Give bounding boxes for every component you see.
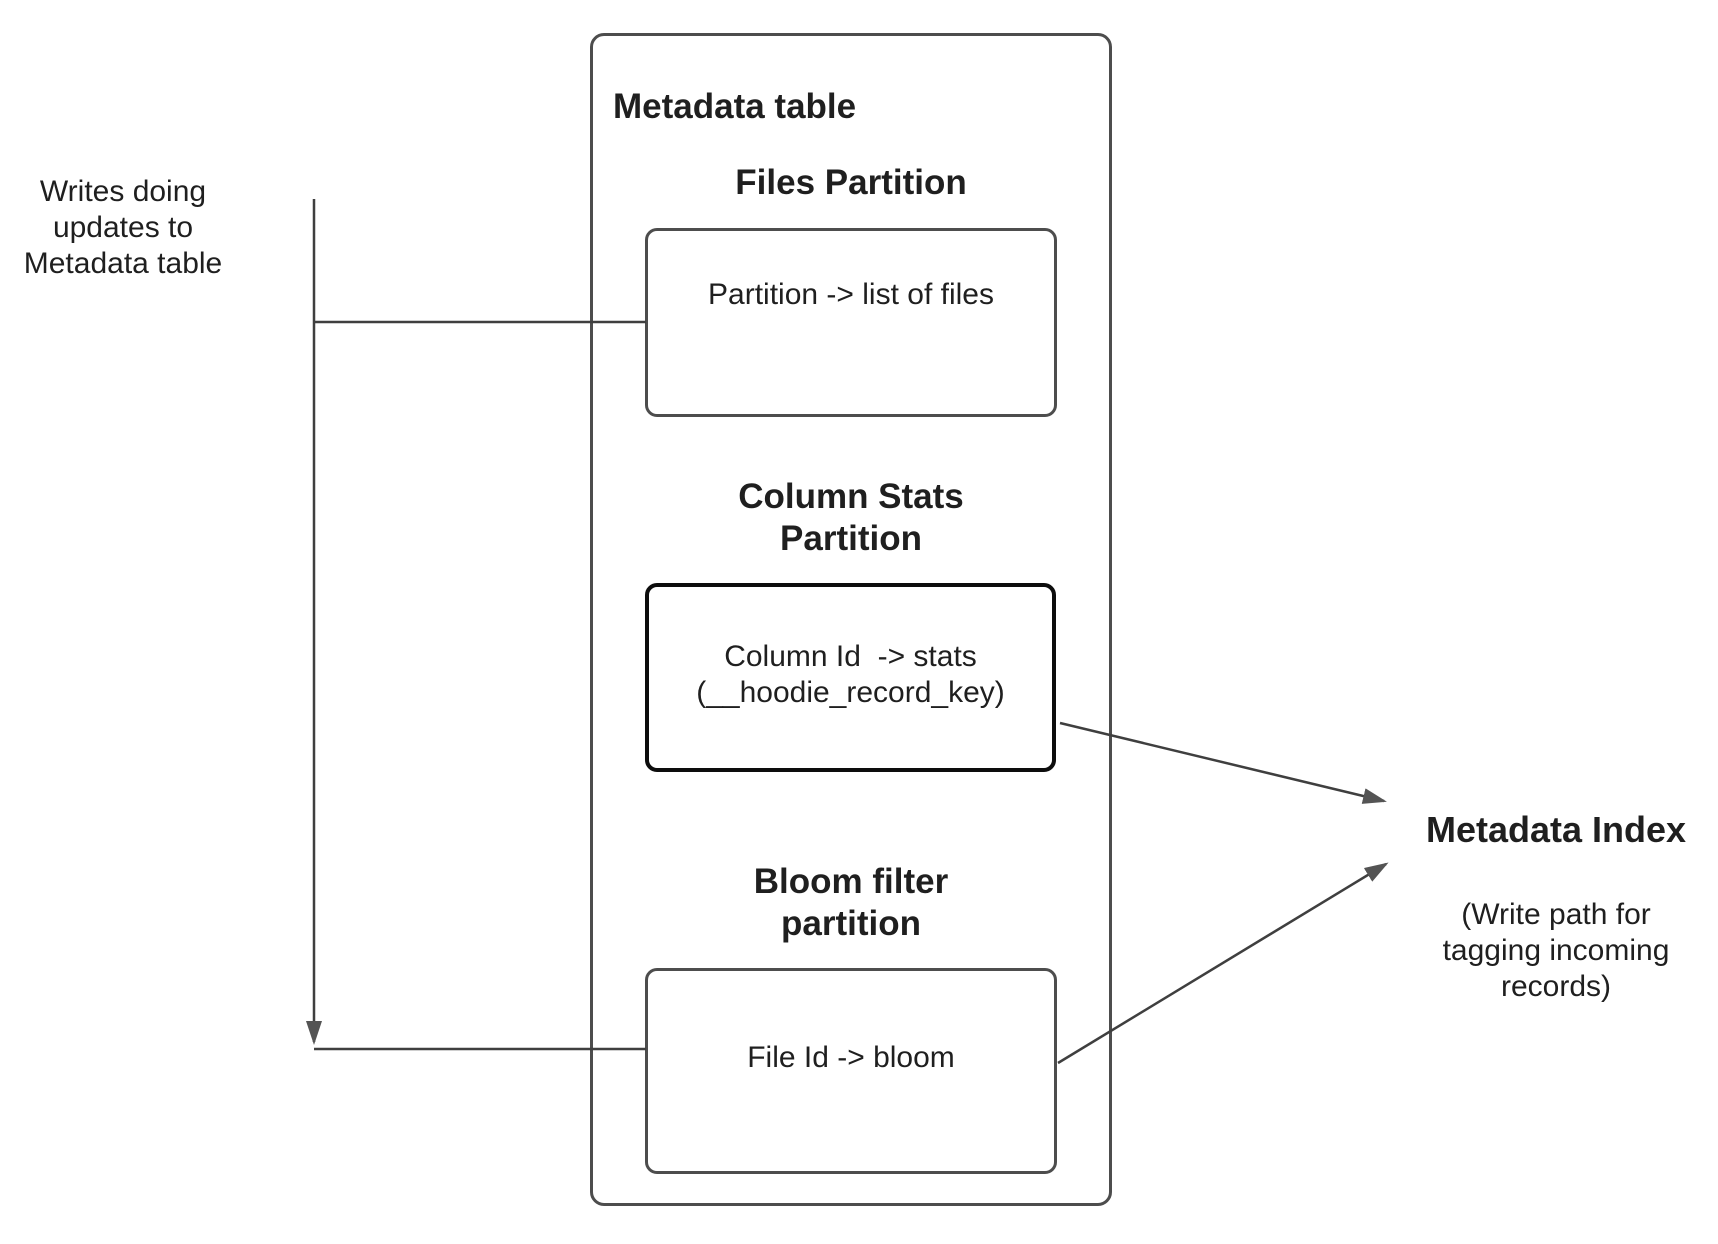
bloom-filter-partition-heading: Bloom filter partition [753, 862, 949, 943]
files-partition-body: Partition -> list of files [708, 278, 994, 311]
bloom-filter-partition-body: File Id -> bloom [747, 1041, 955, 1074]
column-stats-partition-body: Column Id -> stats (__hoodie_record_key) [696, 640, 1005, 709]
files-partition-heading: Files Partition [735, 163, 967, 202]
column-stats-partition-box: Column Id -> stats (__hoodie_record_key) [645, 583, 1056, 772]
column-stats-partition-heading: Column Stats Partition [738, 477, 964, 558]
writes-note: Writes doing updates to Metadata table [23, 175, 223, 280]
files-partition-box: Partition -> list of files [645, 228, 1057, 417]
metadata-table-container [590, 33, 1112, 1206]
metadata-index-note: (Write path for tagging incoming records… [1442, 898, 1670, 1003]
bloom-filter-partition-box: File Id -> bloom [645, 968, 1057, 1174]
metadata-index-title: Metadata Index [1425, 809, 1687, 850]
metadata-table-title: Metadata table [613, 87, 857, 126]
